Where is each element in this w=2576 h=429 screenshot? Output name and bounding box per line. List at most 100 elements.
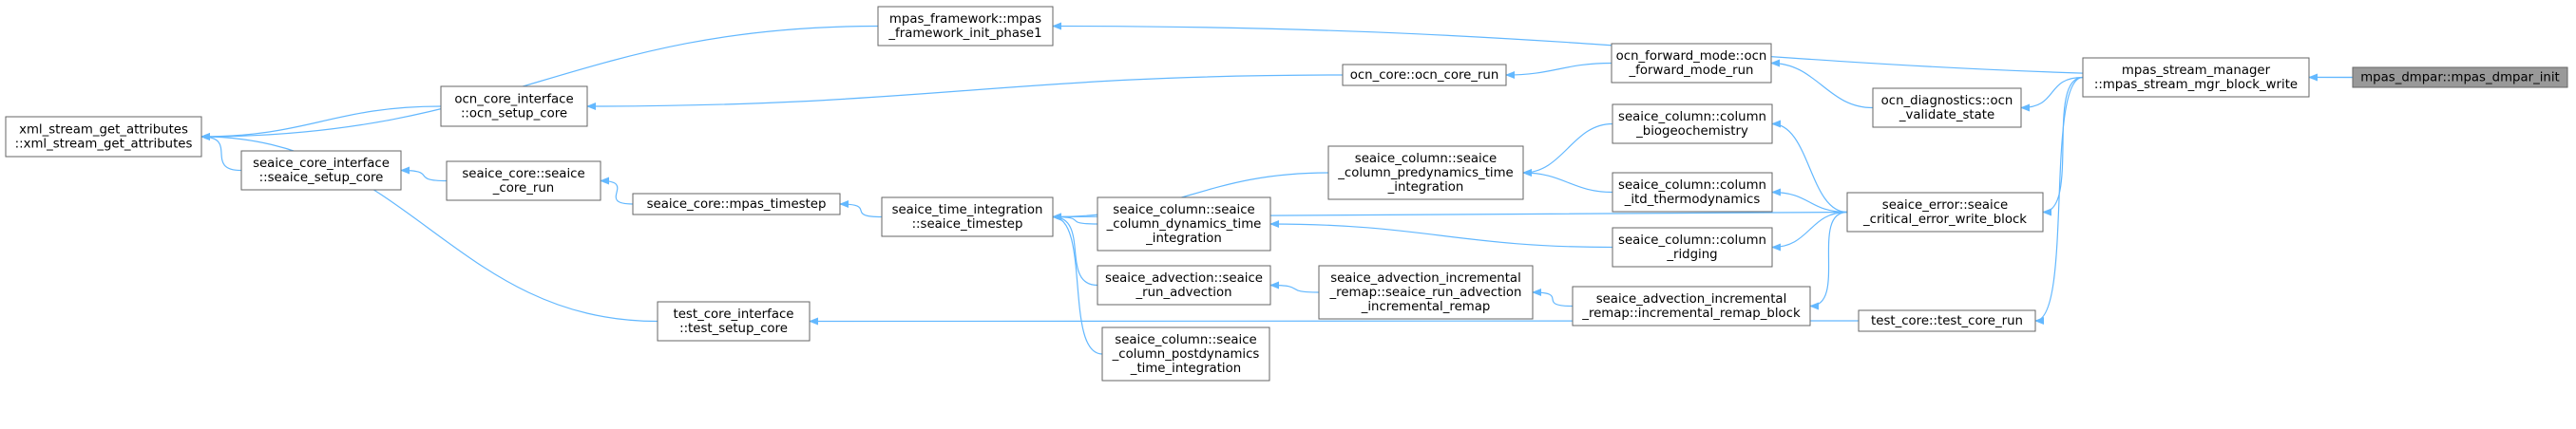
graph-edge xyxy=(1809,211,1848,310)
graph-node-run-advection[interactable]: seaice_advection::seaice_run_advection xyxy=(1097,265,1271,306)
graph-edge xyxy=(200,133,658,323)
node-box xyxy=(1846,192,2044,233)
node-label-line: test_core_interface xyxy=(674,308,794,322)
node-box xyxy=(2352,66,2568,88)
node-box xyxy=(877,6,1054,47)
node-label-line: ocn_diagnostics::ocn xyxy=(1881,94,2013,108)
node-box xyxy=(1097,265,1271,306)
node-label-line: ::xml_stream_get_attributes xyxy=(15,138,193,152)
graph-node-mgr-block-write[interactable]: mpas_stream_manager::mpas_stream_mgr_blo… xyxy=(2082,57,2310,98)
graph-node-ocn-forward[interactable]: ocn_forward_mode::ocn_forward_mode_run xyxy=(1611,43,1772,84)
graph-edge xyxy=(1771,188,1848,214)
node-label-line: _core_run xyxy=(492,181,554,196)
graph-edge xyxy=(400,166,448,182)
node-box xyxy=(1611,43,1772,84)
graph-node-framework-init[interactable]: mpas_framework::mpas_framework_init_phas… xyxy=(877,6,1054,47)
node-box xyxy=(1872,87,2022,128)
graph-edge xyxy=(1522,122,1613,177)
graph-node-col-ridging[interactable]: seaice_column::column_ridging xyxy=(1612,227,1773,268)
node-label-line: seaice_core::mpas_timestep xyxy=(647,197,827,212)
node-label-line: _integration xyxy=(1387,180,1464,195)
node-box xyxy=(632,193,841,215)
node-label-line: _biogeochemistry xyxy=(1635,124,1748,139)
graph-node-col-dyn[interactable]: seaice_column::seaice_column_dynamics_ti… xyxy=(1097,196,1271,252)
graph-edge xyxy=(1771,211,1848,252)
graph-node-ocn-core-run[interactable]: ocn_core::ocn_core_run xyxy=(1342,64,1507,86)
nodes-layer: mpas_dmpar::mpas_dmpar_init mpas_stream_m… xyxy=(5,6,2568,382)
graph-edge xyxy=(1522,169,1613,194)
node-box xyxy=(5,116,202,158)
graph-node-col-itd[interactable]: seaice_column::column_itd_thermodynamics xyxy=(1612,172,1773,213)
node-label-line: _column_dynamics_time xyxy=(1106,217,1262,232)
graph-node-mpas-timestep[interactable]: seaice_core::mpas_timestep xyxy=(632,193,841,215)
graph-node-ocn-validate[interactable]: ocn_diagnostics::ocn_validate_state xyxy=(1872,87,2022,128)
graph-node-col-postdyn[interactable]: seaice_column::seaice_column_postdynamic… xyxy=(1101,326,1270,382)
node-label-line: _column_predynamics_time xyxy=(1337,166,1514,180)
node-label-line: ::seaice_setup_core xyxy=(259,171,384,185)
node-label-line: seaice_time_integration xyxy=(892,203,1043,217)
node-label-line: ::mpas_stream_mgr_block_write xyxy=(2094,78,2298,92)
node-label-line: seaice_column::seaice xyxy=(1113,203,1254,217)
node-box xyxy=(240,150,402,191)
node-label-line: _incremental_remap xyxy=(1361,300,1491,314)
node-label-line: _ridging xyxy=(1666,248,1717,262)
graph-edge xyxy=(600,177,634,205)
node-box xyxy=(1342,64,1507,86)
graph-edge xyxy=(2020,76,2084,112)
graph-node-test-core-run[interactable]: test_core::test_core_run xyxy=(1858,309,2036,332)
graph-edge xyxy=(1532,289,1574,308)
graph-node-dmpar-init[interactable]: mpas_dmpar::mpas_dmpar_init xyxy=(2352,66,2568,88)
graph-edge xyxy=(2034,76,2084,325)
graph-edge xyxy=(200,105,442,140)
node-label-line: mpas_dmpar::mpas_dmpar_init xyxy=(2360,71,2560,85)
graph-edge xyxy=(200,133,242,172)
graph-node-remap-block[interactable]: seaice_advection_incremental_remap::incr… xyxy=(1572,286,1811,326)
graph-node-seaice-setup-core[interactable]: seaice_core_interface::seaice_setup_core xyxy=(240,150,402,191)
graph-edge xyxy=(1052,213,1098,287)
node-label-line: seaice_advection_incremental xyxy=(1596,292,1787,307)
node-label-line: ::seaice_timestep xyxy=(912,217,1023,232)
node-box xyxy=(1101,326,1270,382)
graph-node-timestep[interactable]: seaice_time_integration::seaice_timestep xyxy=(881,196,1054,237)
graph-node-critical-error[interactable]: seaice_error::seaice_critical_error_writ… xyxy=(1846,192,2044,233)
node-label-line: _integration xyxy=(1145,232,1222,246)
node-box xyxy=(1327,145,1524,200)
graph-edge xyxy=(2042,76,2084,216)
node-label-line: seaice_column::column xyxy=(1618,178,1766,193)
graph-node-ocn-setup-core[interactable]: ocn_core_interface::ocn_setup_core xyxy=(440,85,588,127)
node-box xyxy=(1572,286,1811,326)
graph-edge xyxy=(1052,213,1098,225)
graph-edge xyxy=(1771,120,1848,214)
node-label-line: mpas_stream_manager xyxy=(2122,64,2271,78)
graph-node-test-setup-core[interactable]: test_core_interface::test_setup_core xyxy=(657,301,811,342)
node-box xyxy=(2082,57,2310,98)
node-label-line: seaice_core::seaice xyxy=(462,167,584,181)
node-label-line: ::ocn_setup_core xyxy=(461,107,567,121)
graph-node-col-biogeo[interactable]: seaice_column::column_biogeochemistry xyxy=(1612,103,1773,144)
graph-edge xyxy=(200,25,879,140)
node-label-line: _itd_thermodynamics xyxy=(1624,193,1761,207)
graph-node-seaice-core-run[interactable]: seaice_core::seaice_core_run xyxy=(446,160,601,201)
node-label-line: _remap::seaice_run_advection xyxy=(1329,286,1522,300)
graph-edge xyxy=(1269,281,1320,293)
graph-edge xyxy=(1770,59,1874,109)
graph-node-xml-attr[interactable]: xml_stream_get_attributes::xml_stream_ge… xyxy=(5,116,202,158)
node-box xyxy=(1612,227,1773,268)
graph-edge xyxy=(839,200,883,218)
node-label-line: ocn_forward_mode::ocn xyxy=(1616,49,1767,64)
node-box xyxy=(881,196,1054,237)
node-box xyxy=(1858,309,2036,332)
node-box xyxy=(440,85,588,127)
graph-node-run-adv-remap[interactable]: seaice_advection_incremental_remap::seai… xyxy=(1318,265,1534,320)
node-label-line: _time_integration xyxy=(1130,362,1241,376)
node-label-line: seaice_column::seaice xyxy=(1115,333,1256,347)
graph-edge xyxy=(1269,220,1613,249)
graph-edge xyxy=(1505,62,1612,79)
node-label-line: ocn_core::ocn_core_run xyxy=(1350,68,1499,83)
graph-edge xyxy=(1052,213,1103,355)
graph-node-col-predyn[interactable]: seaice_column::seaice_column_predynamics… xyxy=(1327,145,1524,200)
node-label-line: seaice_advection::seaice xyxy=(1105,271,1263,286)
node-label-line: seaice_column::column xyxy=(1618,233,1766,248)
